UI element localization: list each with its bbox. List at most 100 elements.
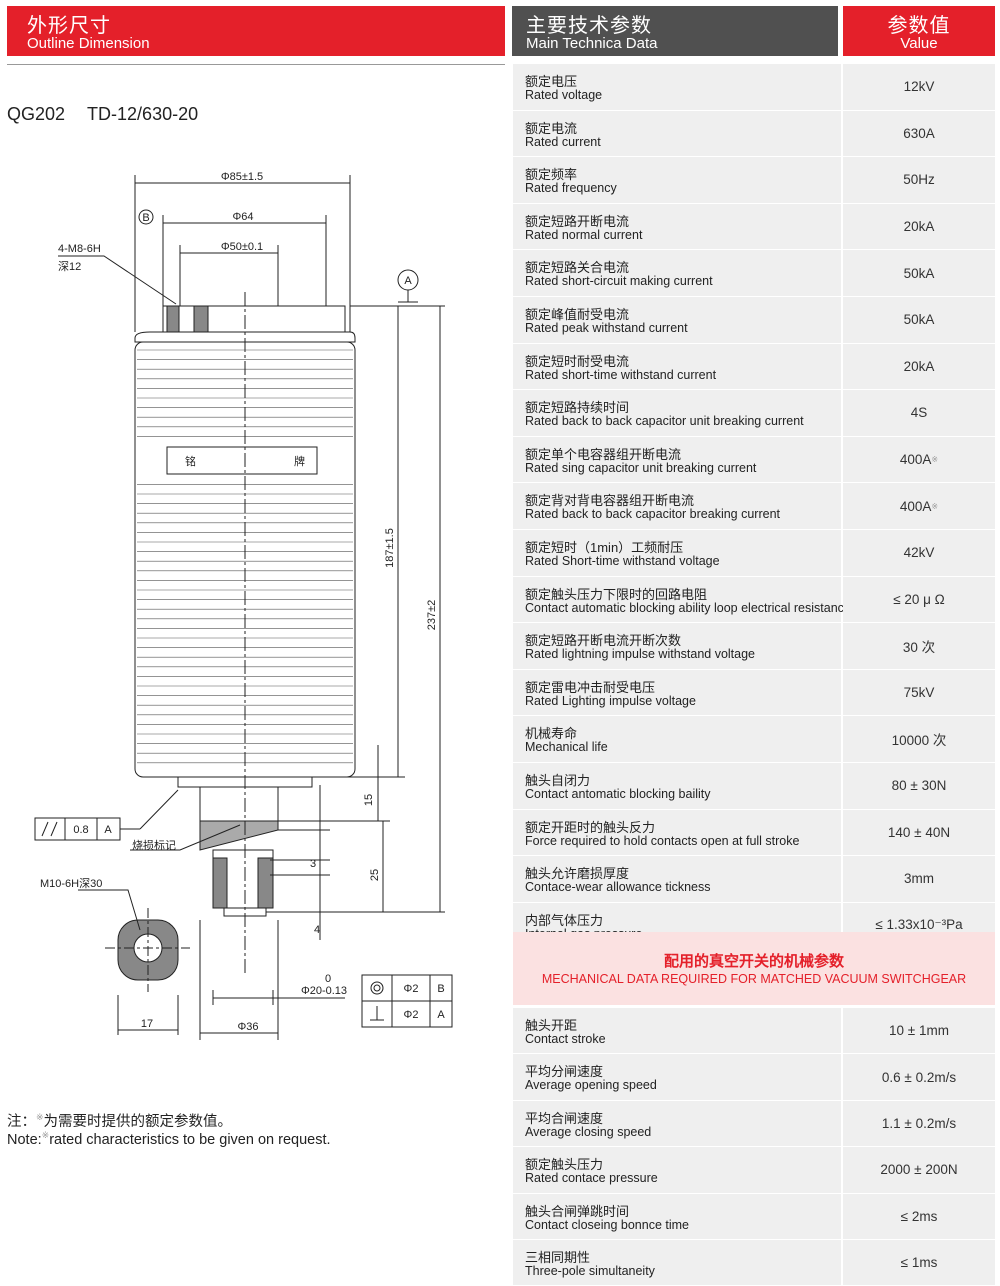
param-value-cell: 0.6 ± 0.2m/s xyxy=(843,1054,995,1100)
tech-data-header: 主要技术参数 Main Technica Data xyxy=(512,6,838,56)
param-name-en: Mechanical life xyxy=(525,740,608,755)
nameplate-left: 铭 xyxy=(185,454,196,468)
param-value: 4S xyxy=(910,405,928,421)
dim-d85: Φ85±1.5 xyxy=(221,171,263,183)
param-name-en: Contact stroke xyxy=(525,1032,606,1046)
param-name-en: Rated back to back capacitor unit breaki… xyxy=(525,414,804,429)
param-name-en: Rated Lighting impulse voltage xyxy=(525,693,696,708)
param-value: 630A xyxy=(903,125,935,141)
mechanical-banner: 配用的真空开关的机械参数 MECHANICAL DATA REQUIRED FO… xyxy=(513,932,995,1005)
dim-h237: 237±2 xyxy=(426,600,438,631)
note-en: Note:※rated characteristics to be given … xyxy=(7,1130,331,1148)
param-name-en: Contact closeing bonnce time xyxy=(525,1217,689,1232)
param-value-cell: 75kV xyxy=(843,669,995,716)
param-name-cn: 触头开距 xyxy=(525,1018,578,1033)
param-value: ≤ 2ms xyxy=(900,1208,938,1224)
outline-drawing: Φ85±1.5 Φ64 Φ50±0.1 4-M8-6H 深12 A B 铭 牌 … xyxy=(34,171,453,1040)
outline-header: 外形尺寸 Outline Dimension xyxy=(7,6,505,56)
param-name-en: Three-pole simultaneity xyxy=(525,1263,655,1278)
parallel-value: 0.8 xyxy=(73,824,88,836)
tech-data-title-en: Main Technica Data xyxy=(526,35,658,52)
param-value: 1.1 ± 0.2m/s xyxy=(881,1115,957,1131)
param-value: 50kA xyxy=(903,265,935,281)
param-name-en: Rated sing capacitor unit breaking curre… xyxy=(525,460,757,475)
parallel-ref: A xyxy=(104,824,112,836)
param-value: 50kA xyxy=(903,312,935,328)
outline-title-cn: 外形尺寸 xyxy=(27,15,111,37)
param-name-cn: 触头自闭力 xyxy=(525,772,591,788)
param-name-en: Rated lightning impulse withstand voltag… xyxy=(525,647,755,662)
param-name-cn: 机械寿命 xyxy=(525,726,578,742)
param-name-cn: 额定短路持续时间 xyxy=(525,400,630,416)
footnote-mark: ※ xyxy=(931,455,939,465)
param-name-cn: 额定雷电冲击耐受电压 xyxy=(525,679,656,695)
param-name-cn: 平均分闸速度 xyxy=(525,1064,604,1080)
param-value: 30 次 xyxy=(902,639,936,655)
param-name-cn: 额定短路开断电流开断次数 xyxy=(525,633,682,649)
outline-title-en: Outline Dimension xyxy=(27,35,150,52)
param-name-en: Rated peak withstand current xyxy=(525,320,688,335)
param-value: 75kV xyxy=(903,685,935,701)
dim-d36: Φ36 xyxy=(237,1021,258,1033)
dim-d20-upper: 0 xyxy=(325,973,331,985)
param-name-en: Rated back to back capacitor breaking cu… xyxy=(525,507,780,522)
dim-d50: Φ50±0.1 xyxy=(221,241,263,253)
param-name-cn: 额定开距时的触头反力 xyxy=(525,819,656,835)
param-name-cn: 额定触头压力下限时的回路电阻 xyxy=(525,586,708,602)
value-title-en: Value xyxy=(900,35,938,52)
note-cn: 注：※为需要时提供的额定参数值。 xyxy=(7,1112,233,1130)
datum-a-label: A xyxy=(404,275,412,287)
param-name-cn: 额定背对背电容器组开断电流 xyxy=(525,493,695,509)
param-name-en: Rated short-circuit making current xyxy=(525,274,713,289)
param-value: 80 ± 30N xyxy=(891,778,947,794)
dim-d17: 17 xyxy=(141,1018,153,1030)
param-value: 0.6 ± 0.2m/s xyxy=(881,1069,957,1085)
param-value: 10 ± 1mm xyxy=(889,1023,949,1039)
concentricity-value: Φ2 xyxy=(404,983,419,995)
param-name-cn: 额定电压 xyxy=(525,74,578,89)
dim-h187: 187±1.5 xyxy=(384,528,396,568)
param-value: 12kV xyxy=(903,79,935,95)
param-name-en: Contact automatic blocking ability loop … xyxy=(525,600,851,615)
mechanical-banner-cn: 配用的真空开关的机械参数 xyxy=(663,953,844,970)
param-value-cell: 10000 次 xyxy=(843,716,995,762)
model-code: QG202 xyxy=(7,104,66,124)
param-name-cn: 额定峰值耐受电流 xyxy=(525,306,630,322)
dim-d64: Φ64 xyxy=(232,211,253,223)
footnote-mark: ※ xyxy=(931,501,939,511)
param-value-cell: 42kV xyxy=(843,529,995,576)
param-name-cn: 额定单个电容器组开断电流 xyxy=(525,446,682,462)
param-name-en: Rated voltage xyxy=(525,88,603,102)
param-value-cell: 30 次 xyxy=(843,623,995,669)
param-name-en: Rated contace pressure xyxy=(525,1171,658,1186)
param-value: ≤ 20 μ Ω xyxy=(893,591,945,607)
param-value-cell: 50Hz xyxy=(843,157,995,203)
param-name-en: Force required to hold contacts open at … xyxy=(525,833,800,848)
dim-h25: 25 xyxy=(369,869,381,881)
